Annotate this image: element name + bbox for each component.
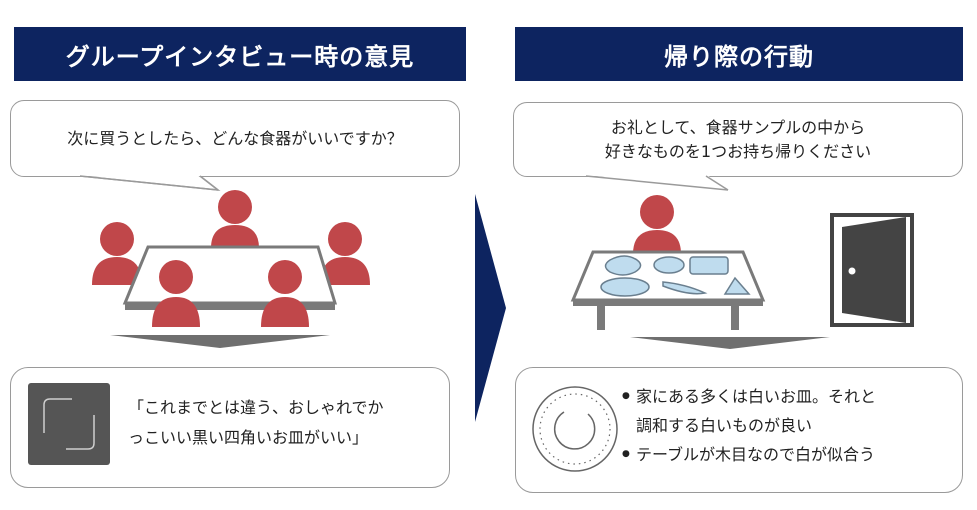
- person-icon: [92, 222, 142, 285]
- white-round-plate-icon: [532, 386, 618, 472]
- right-speech-bubble: お礼として、食器サンプルの中から 好きなものを1つお持ち帰りください: [513, 102, 963, 177]
- person-icon: [211, 190, 259, 248]
- right-speech-line1: お礼として、食器サンプルの中から: [610, 117, 866, 137]
- right-header-text: 帰り際の行動: [664, 42, 814, 71]
- person-icon: [261, 260, 309, 327]
- sample-table-illustration: [570, 195, 766, 330]
- plate-icon: [723, 276, 751, 295]
- plate-icon: [653, 256, 685, 274]
- black-square-plate-icon: [28, 383, 110, 465]
- door-icon: [830, 213, 914, 327]
- person-icon: [320, 222, 370, 285]
- right-down-arrow-icon: [630, 337, 830, 349]
- bullet1-line2: 調和する白いものが良い: [636, 416, 813, 435]
- left-speech-bubble: 次に買うとしたら、どんな食器がいいですか？: [10, 100, 460, 177]
- plate-icon: [604, 255, 642, 276]
- left-quote-line1: 「これまでとは違う、おしゃれでか: [128, 398, 384, 417]
- list-item: 家にある多くは白いお皿。それと 調和する白いものが良い: [622, 382, 957, 440]
- person-icon: [152, 260, 200, 327]
- list-item: テーブルが木目なので白が似合う: [622, 440, 957, 469]
- plate-icon: [600, 277, 650, 297]
- left-quote: 「これまでとは違う、おしゃれでか っこいい黒い四角いお皿がいい」: [128, 393, 443, 453]
- down-arrow-icon: [110, 335, 330, 348]
- bullet1-line1: 家にある多くは白いお皿。それと: [636, 387, 877, 406]
- bullet2-text: テーブルが木目なので白が似合う: [636, 445, 876, 464]
- plate-icon: [689, 256, 729, 275]
- meeting-illustration: [92, 190, 370, 348]
- left-header-text: グループインタビュー時の意見: [65, 42, 415, 71]
- right-speech-line2: 好きなものを1つお持ち帰りください: [604, 141, 872, 161]
- right-header: 帰り際の行動: [515, 27, 963, 81]
- right-bullet-list: 家にある多くは白いお皿。それと 調和する白いものが良い テーブルが木目なので白が…: [622, 382, 957, 469]
- left-speech-text: 次に買うとしたら、どんな食器がいいですか？: [67, 128, 403, 148]
- left-quote-line2: っこいい黒い四角いお皿がいい」: [128, 428, 369, 447]
- left-header: グループインタビュー時の意見: [14, 27, 466, 81]
- person-icon: [633, 195, 681, 254]
- plate-icon: [662, 281, 708, 295]
- right-arrow-icon: [475, 194, 506, 422]
